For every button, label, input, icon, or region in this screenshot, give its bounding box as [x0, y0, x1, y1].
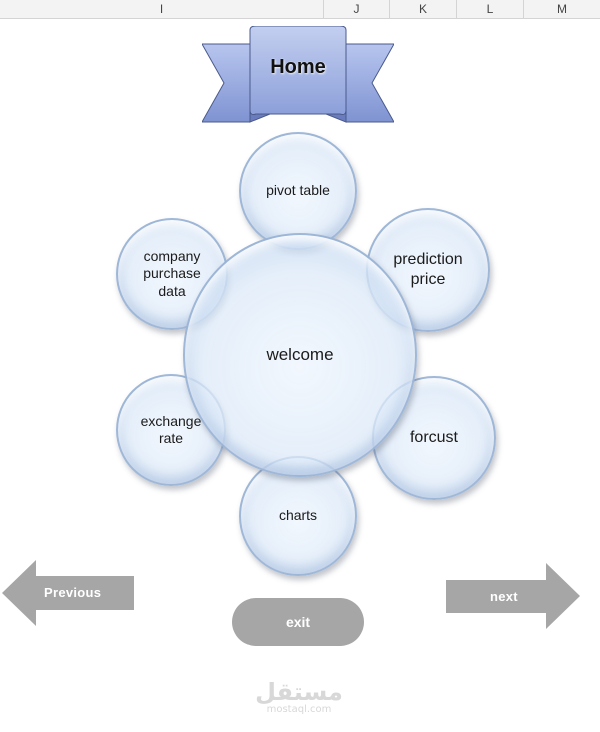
previous-label: Previous: [44, 585, 102, 600]
charts-label: charts: [278, 507, 318, 524]
welcome-label: welcome: [266, 344, 334, 364]
prediction-label-line1: prediction: [393, 251, 463, 269]
watermark-url: mostaql.com: [266, 704, 332, 715]
exchange-label-line1: exchange: [140, 412, 202, 429]
column-header-i[interactable]: I: [0, 0, 324, 18]
next-label: next: [490, 589, 518, 604]
exchange-label-line2: rate: [158, 430, 184, 446]
home-banner[interactable]: Home: [201, 25, 395, 124]
welcome-bubble[interactable]: welcome: [183, 233, 417, 477]
right-arrow-icon: [446, 563, 580, 629]
forcust-label: forcust: [409, 429, 458, 447]
column-header-bar: I J K L M: [0, 0, 600, 19]
company-label-line1: company: [143, 248, 201, 265]
left-arrow-icon: [2, 560, 134, 626]
exit-button[interactable]: exit: [232, 598, 364, 646]
pivot-table-bubble[interactable]: pivot table: [239, 132, 357, 250]
watermark-logo-text: مستقل: [255, 678, 343, 706]
exit-label: exit: [285, 614, 311, 630]
column-header-m[interactable]: M: [557, 2, 567, 16]
column-header-k[interactable]: K: [390, 0, 457, 18]
pivot-table-label: pivot table: [266, 182, 330, 199]
column-header-j[interactable]: J: [324, 0, 390, 18]
prediction-label-line2: price: [410, 271, 446, 288]
banner-title: Home: [270, 56, 326, 78]
company-label-line2: purchase: [143, 265, 201, 282]
column-header-l[interactable]: L: [457, 0, 524, 18]
company-label-line3: data: [158, 282, 186, 299]
mostaql-watermark: مستقل mostaql.com: [254, 680, 344, 716]
ribbon-shape: [201, 25, 395, 123]
previous-button[interactable]: Previous: [2, 560, 134, 626]
next-button[interactable]: next: [446, 563, 580, 629]
